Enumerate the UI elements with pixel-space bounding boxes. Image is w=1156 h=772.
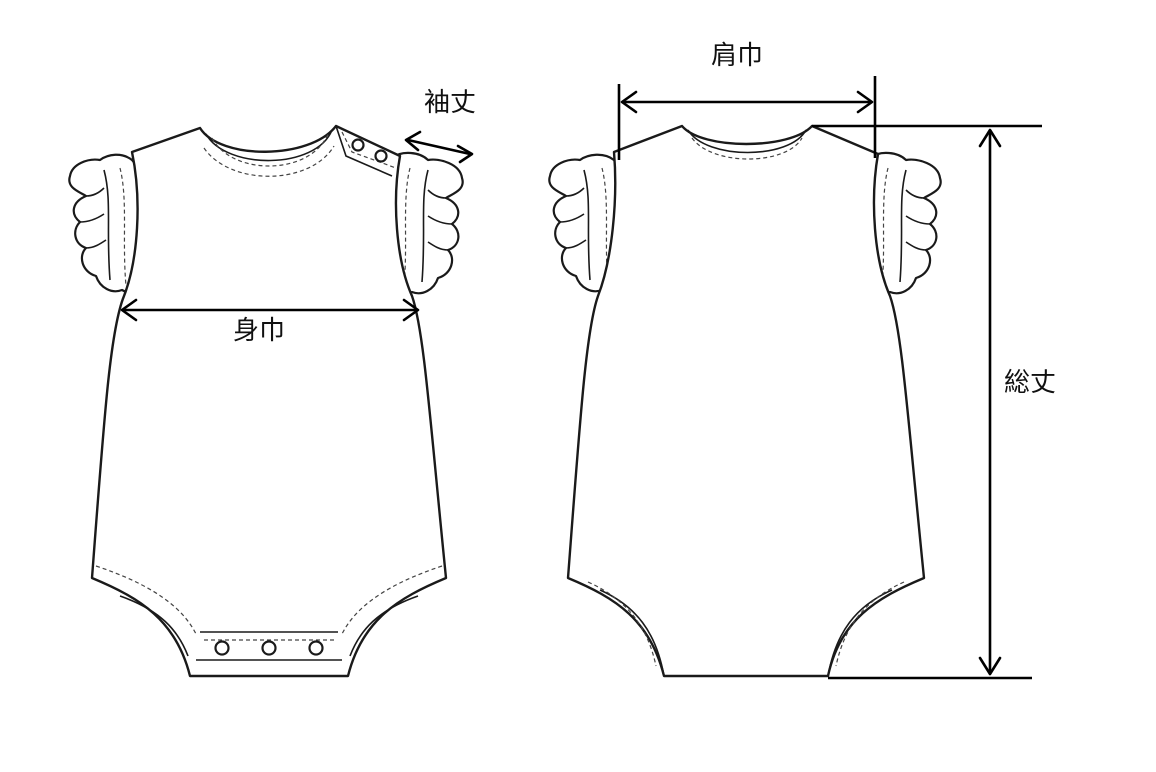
sleeve-length-dimension <box>404 130 474 164</box>
shoulder-width-label: 肩巾 <box>711 41 764 71</box>
front-view <box>68 124 464 678</box>
front-right-ruffle <box>390 151 464 296</box>
front-body <box>90 124 448 678</box>
crotch-snap-3 <box>308 640 324 656</box>
front-left-ruffle <box>68 153 142 294</box>
shoulder-snap-2 <box>374 149 388 163</box>
crotch-snap-1 <box>214 640 230 656</box>
total-length-label: 総丈 <box>1004 368 1057 398</box>
shoulder-width-dimension <box>617 76 877 160</box>
body-width-dimension <box>120 298 420 322</box>
sleeve-length-label: 袖丈 <box>424 88 477 118</box>
crotch-snap-2 <box>261 640 277 656</box>
back-right-ruffle <box>868 151 942 296</box>
back-body <box>566 124 926 678</box>
back-view <box>548 124 942 678</box>
total-length-dimension <box>812 124 1042 680</box>
body-width-label: 身巾 <box>233 316 286 346</box>
shoulder-snap-1 <box>351 138 365 152</box>
